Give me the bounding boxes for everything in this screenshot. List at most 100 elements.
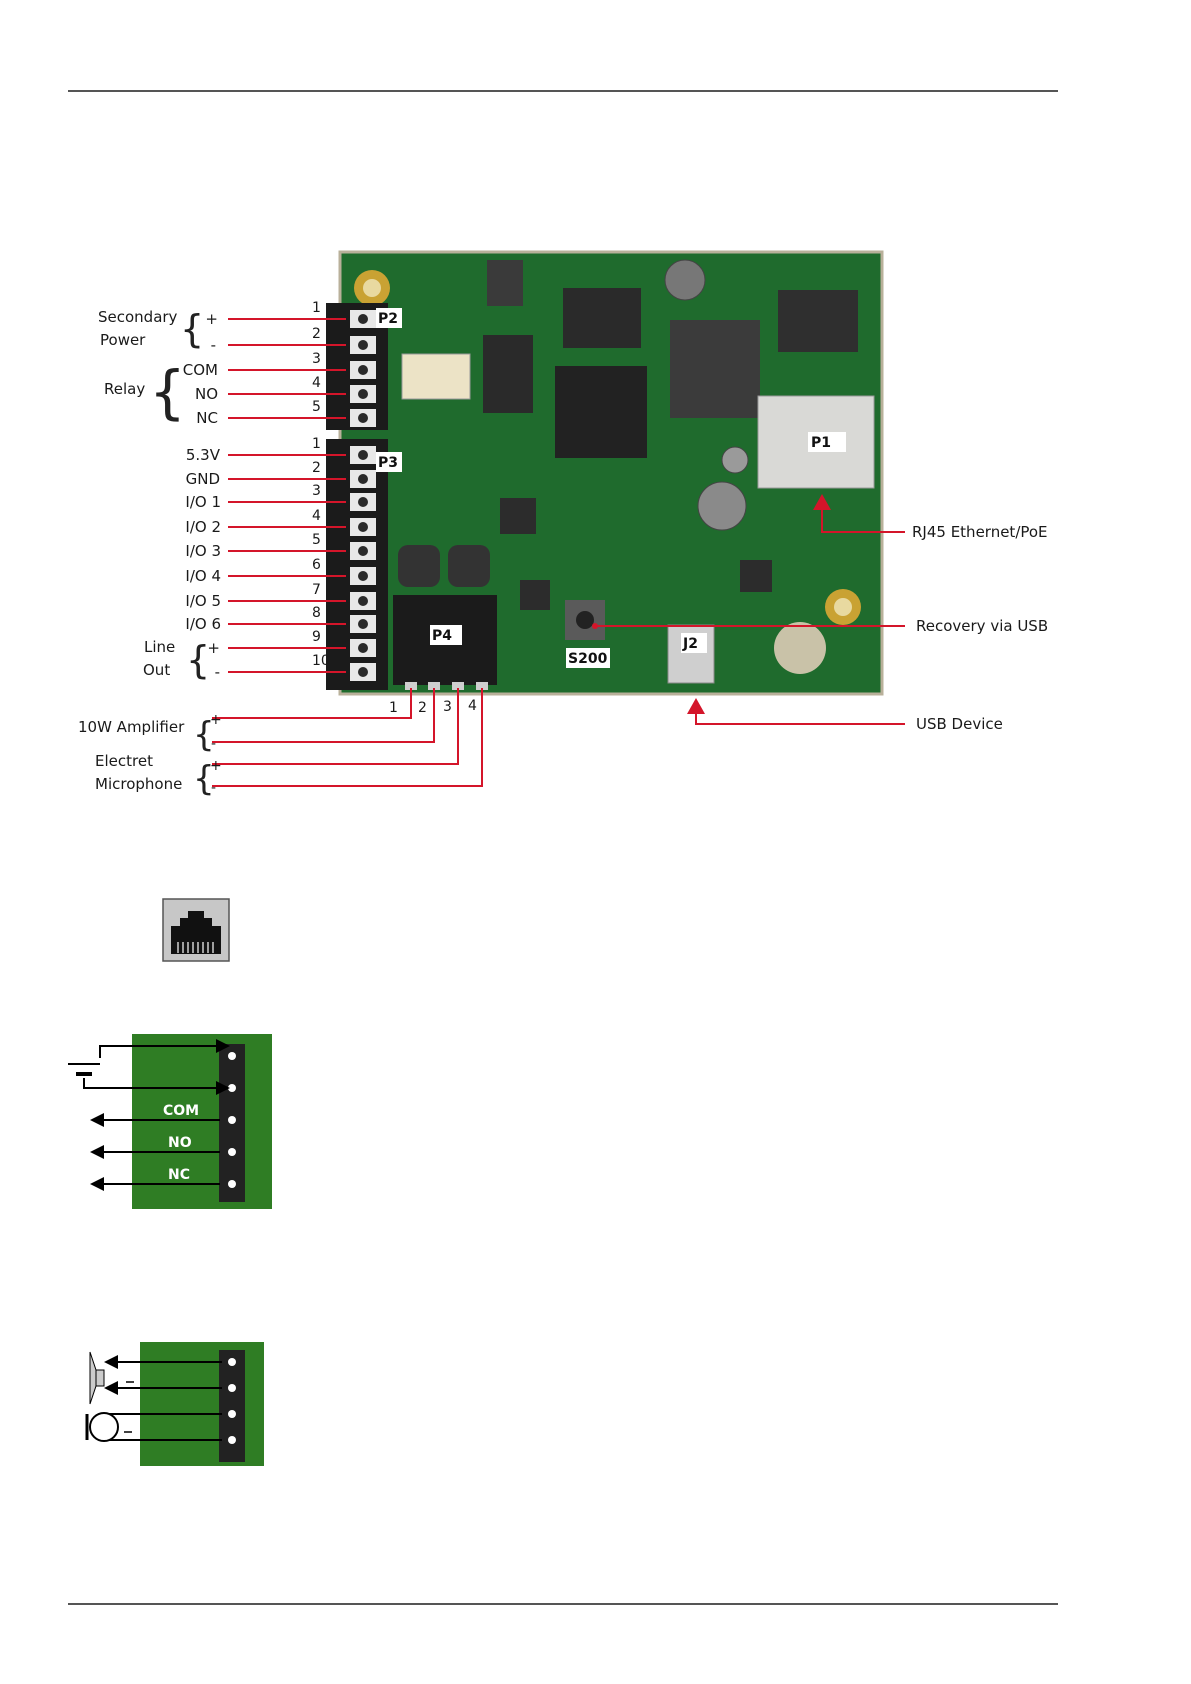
screw xyxy=(358,667,368,677)
bottom-rule xyxy=(68,1603,1058,1605)
secondary-power-label-2: Power xyxy=(100,331,146,349)
p3-pin-10: 10 xyxy=(312,653,330,669)
rj45-icon xyxy=(162,898,232,964)
relay-power-diagram: COM NO NC xyxy=(62,1034,282,1214)
arrow-dot xyxy=(592,623,598,629)
inductor xyxy=(448,545,490,587)
inductor xyxy=(398,545,440,587)
mic-label: Electret xyxy=(95,752,153,770)
p3-pin-4: 4 xyxy=(312,508,321,524)
audio-diagram xyxy=(82,1342,282,1477)
screw xyxy=(358,389,368,399)
terminal-screws xyxy=(350,310,376,681)
screw xyxy=(358,340,368,350)
amp-plus: + xyxy=(210,712,222,728)
p3-pin-6: 6 xyxy=(312,557,321,573)
p3-signal-8: I/O 6 xyxy=(185,615,221,633)
p2-pin-5: 5 xyxy=(312,399,321,415)
p3-signal-9: + xyxy=(207,639,220,657)
p3-signal-2: GND xyxy=(186,470,220,488)
relay-no-label: NO xyxy=(168,1135,192,1151)
p4-pin-4: 4 xyxy=(468,698,477,714)
p4-pin-1: 1 xyxy=(389,700,398,716)
recovery-label: Recovery via USB xyxy=(916,617,1048,635)
p2-pin-2: 2 xyxy=(312,326,321,342)
audio-diagram-header xyxy=(219,1350,245,1462)
s200-tag: S200 xyxy=(568,651,608,667)
secondary-power-label: Secondary xyxy=(98,308,178,326)
chip xyxy=(483,335,533,413)
p2-pin-3: 3 xyxy=(312,351,321,367)
mic-label-2: Microphone xyxy=(95,775,182,793)
pulse-chip xyxy=(778,290,858,352)
p3-signal-10: - xyxy=(215,663,220,681)
speaker-icon xyxy=(90,1352,104,1404)
buzzer xyxy=(774,622,826,674)
p4-tag: P4 xyxy=(432,628,452,644)
line-out-label-2: Out xyxy=(143,661,170,679)
screw xyxy=(358,546,368,556)
p2-signal-4: NO xyxy=(195,385,218,403)
relay-diagram-board xyxy=(132,1034,272,1209)
arrow-head xyxy=(687,698,705,714)
p3-signal-4: I/O 2 xyxy=(185,518,221,536)
capacitor xyxy=(698,482,746,530)
p2-pin-1: 1 xyxy=(312,300,321,316)
capacitor xyxy=(722,447,748,473)
p2-signal-2: - xyxy=(211,336,216,354)
amplifier-label: 10W Amplifier xyxy=(78,718,185,736)
relay-com-label: COM xyxy=(163,1103,199,1119)
p2-signal-3: COM xyxy=(183,361,218,379)
p2-signal-5: NC xyxy=(196,409,218,427)
screw xyxy=(358,365,368,375)
p4-pin-2: 2 xyxy=(418,700,427,716)
p3-signal-1: 5.3V xyxy=(186,446,221,464)
p3-pin-2: 2 xyxy=(312,460,321,476)
p3-pin-1: 1 xyxy=(312,436,321,452)
p4-pin-3: 3 xyxy=(443,699,452,715)
screw xyxy=(358,413,368,423)
mic-plus: + xyxy=(210,758,222,774)
chip xyxy=(740,560,772,592)
rj45-label: RJ45 Ethernet/PoE xyxy=(912,523,1048,541)
chip xyxy=(555,366,647,458)
p1-tag: P1 xyxy=(811,435,831,451)
p3-pin-3: 3 xyxy=(312,483,321,499)
p3-pin-5: 5 xyxy=(312,532,321,548)
j2-tag: J2 xyxy=(682,636,698,652)
p3-tag: P3 xyxy=(378,455,398,471)
mic-minus: - xyxy=(211,780,216,796)
p2-tag: P2 xyxy=(378,311,398,327)
screw xyxy=(358,522,368,532)
screw xyxy=(358,497,368,507)
relay-label: Relay xyxy=(104,380,145,398)
microphone-icon xyxy=(87,1413,118,1441)
p3-signal-3: I/O 1 xyxy=(185,493,221,511)
p3-pin-9: 9 xyxy=(312,629,321,645)
p2-pin-4: 4 xyxy=(312,375,321,391)
chip xyxy=(520,580,550,610)
screw xyxy=(358,474,368,484)
p2-signal-1: + xyxy=(205,310,218,328)
p3-signal-6: I/O 4 xyxy=(185,567,221,585)
screw xyxy=(358,571,368,581)
p4-wires xyxy=(212,688,482,786)
screw xyxy=(358,450,368,460)
relay-nc-label: NC xyxy=(168,1167,190,1183)
board-connection-diagram: P1 S200 J2 P4 P2 P3 Secondary Power { Re… xyxy=(0,0,1191,820)
capacitor xyxy=(665,260,705,300)
screw xyxy=(358,643,368,653)
chip xyxy=(563,288,641,348)
line-out-label: Line xyxy=(144,638,175,656)
brace: { xyxy=(149,358,186,426)
dip-switch xyxy=(487,260,523,306)
relay-component xyxy=(402,354,470,399)
chip xyxy=(500,498,536,534)
transformer xyxy=(670,320,760,418)
p3-signal-5: I/O 3 xyxy=(185,542,221,560)
screw xyxy=(358,619,368,629)
p3-signal-7: I/O 5 xyxy=(185,592,221,610)
screw xyxy=(358,596,368,606)
